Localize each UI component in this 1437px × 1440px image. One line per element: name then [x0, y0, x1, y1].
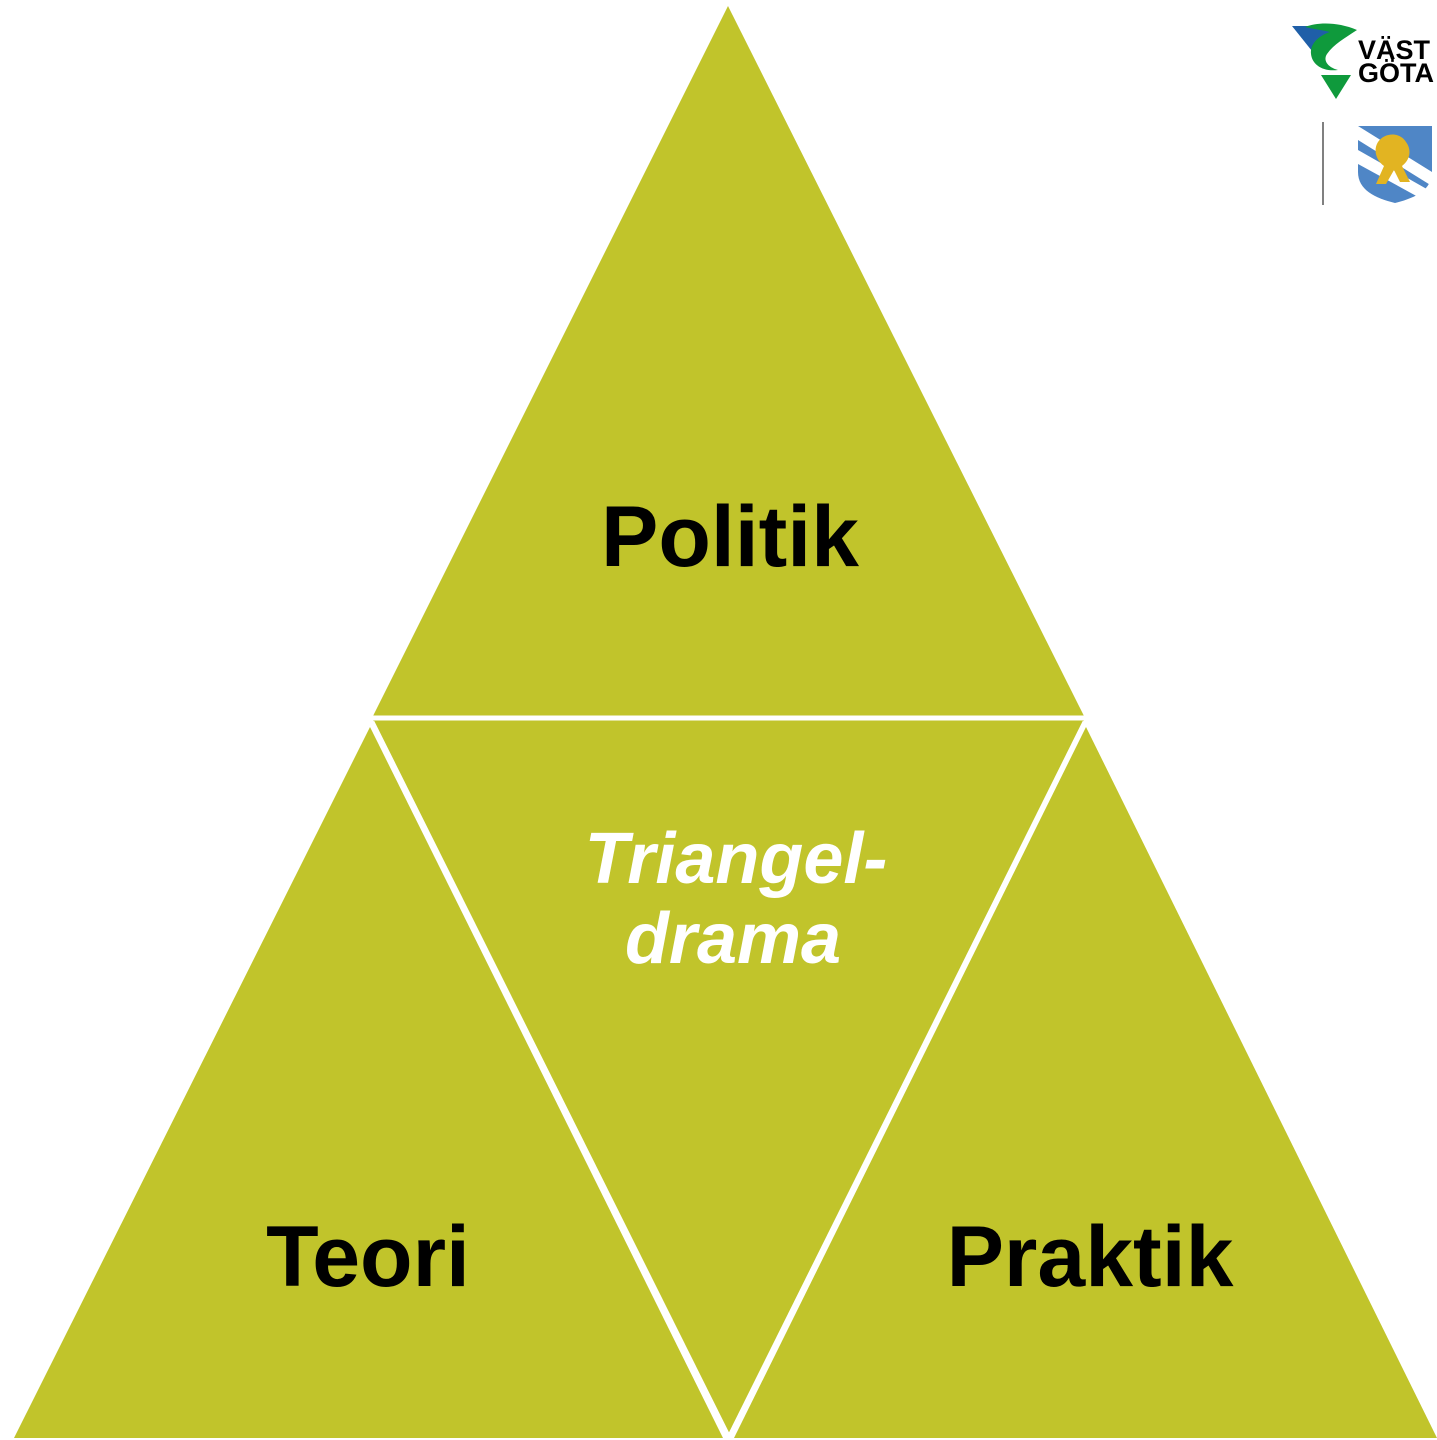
logo-blue-triangle — [1292, 26, 1336, 56]
crest-stripe — [1358, 150, 1432, 198]
label-triangel: Triangel- — [585, 819, 888, 899]
logo-green-swoosh — [1305, 23, 1357, 71]
vastra-gotaland-logo-icon: VÄST GÖTA — [1292, 23, 1434, 99]
triangle-dividers — [369, 715, 1088, 1438]
triangle-politik — [372, 6, 1085, 718]
label-praktik: Praktik — [947, 1209, 1234, 1305]
goteborg-crest-icon — [1358, 126, 1432, 203]
triangle-teori — [14, 727, 723, 1438]
logo-text-line2: GÖTA — [1358, 58, 1434, 88]
logo-text-line1: VÄST — [1358, 35, 1431, 65]
label-politik: Politik — [601, 489, 859, 585]
triangle-praktik — [734, 727, 1437, 1438]
divider-left — [369, 720, 731, 1438]
label-teori: Teori — [266, 1209, 470, 1305]
triangle-triangeldrama — [372, 718, 1085, 1435]
divider-right — [727, 720, 1088, 1438]
crest-lion — [1375, 134, 1410, 184]
label-drama: drama — [625, 899, 841, 979]
logo-green-triangle — [1321, 75, 1351, 99]
